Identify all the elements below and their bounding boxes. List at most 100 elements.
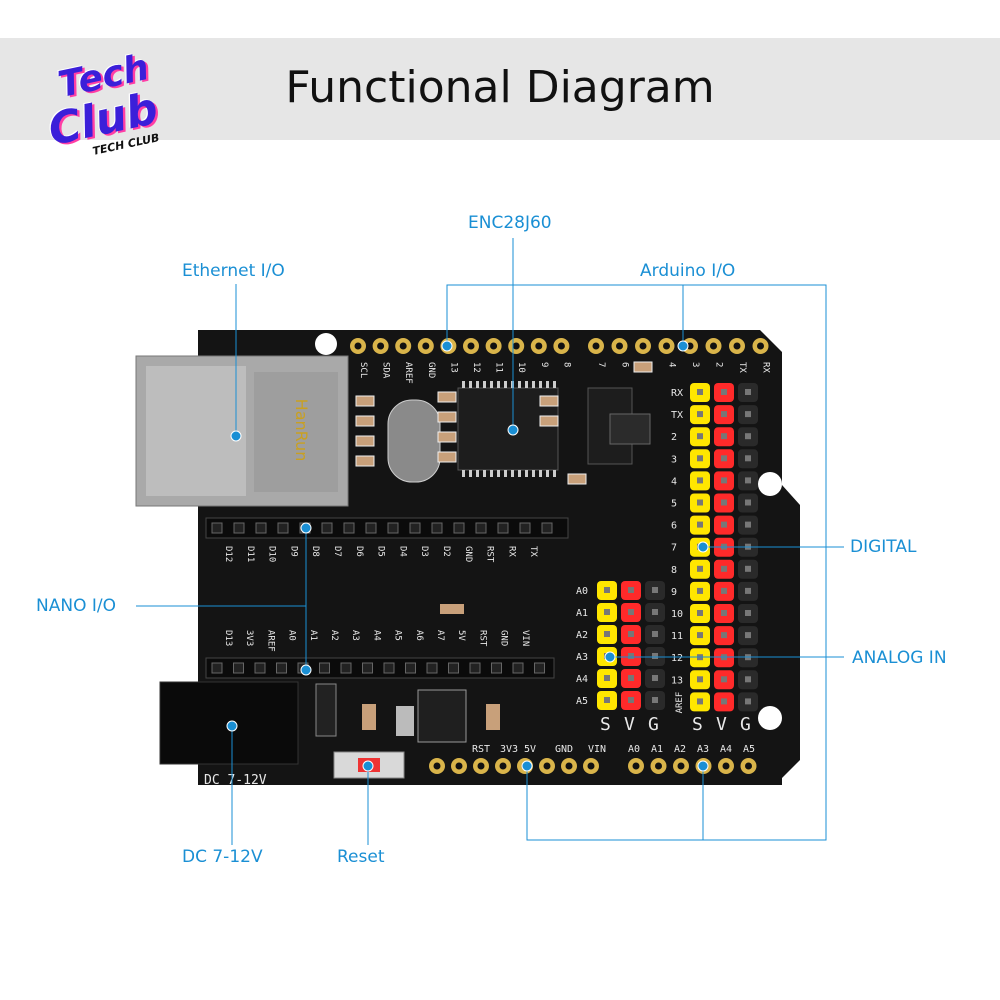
top-left-pin-label: SDA: [381, 362, 391, 379]
top-header-pads: [350, 338, 769, 354]
smd-resistor: [440, 604, 464, 614]
label-arduino-io: Arduino I/O: [640, 261, 736, 281]
label-digital: DIGITAL: [850, 537, 917, 557]
mount-hole-right: [758, 472, 782, 496]
nano-top-pin-label: RX: [506, 546, 516, 557]
analog-row-label: A3: [576, 652, 588, 663]
label-nano-io: NANO I/O: [36, 596, 116, 616]
top-right-pin-label: RX: [761, 362, 771, 373]
digital-row-label: 10: [671, 609, 683, 620]
ethernet-jack: HanRun: [135, 355, 349, 507]
nano-bottom-pin-label: A0: [287, 630, 297, 641]
voltage-regulator: [417, 689, 467, 743]
dc-silk-label: DC 7-12V: [204, 773, 267, 788]
nano-top-pin-label: GND: [463, 546, 473, 562]
label-ethernet-io: Ethernet I/O: [182, 261, 285, 281]
top-left-pin-label: 11: [494, 362, 504, 373]
label-dc: DC 7-12V: [182, 847, 263, 867]
nano-bottom-pin-label: 5V: [456, 630, 466, 641]
analog-header-label: A5: [743, 744, 755, 755]
nano-bottom-pin-label: A2: [329, 630, 339, 641]
digital-row-label: 8: [671, 565, 677, 576]
callout-lines: [136, 238, 844, 845]
nano-bottom-pin-label: VIN: [520, 630, 530, 646]
nano-top-pin-label: D6: [354, 546, 364, 557]
digital-row-label: 3: [671, 454, 677, 465]
top-right-pin-label: TX: [737, 362, 747, 373]
digital-row-label: 13: [671, 675, 683, 686]
nano-top-pin-label: D8: [310, 546, 320, 557]
top-right-pin-label: 2: [714, 362, 724, 367]
analog-header-label: A1: [651, 744, 663, 755]
nano-top-pin-label: D10: [267, 546, 277, 562]
smd-capacitor-a: [362, 704, 376, 730]
nano-top-pin-label: D5: [376, 546, 386, 557]
nano-socket-bottom: [205, 657, 555, 679]
label-analog-in: ANALOG IN: [852, 648, 947, 668]
page-title: Functional Diagram: [285, 62, 715, 113]
nano-bottom-pin-label: A7: [435, 630, 445, 641]
top-left-pin-label: 13: [448, 362, 458, 373]
top-right-pin-label: 4: [667, 362, 677, 367]
regulator-chip: [609, 413, 651, 445]
mount-hole-top: [315, 333, 337, 355]
nano-top-pin-label: D2: [441, 546, 451, 557]
svg-letter-analog: G: [648, 714, 659, 735]
analog-header-label: A4: [720, 744, 732, 755]
top-left-pin-label: 9: [539, 362, 549, 367]
power-header-label: 3V3: [500, 744, 518, 755]
digital-row-label: 7: [671, 543, 677, 554]
nano-top-pin-label: D7: [332, 546, 342, 557]
digital-row-label: AREF: [675, 692, 685, 714]
power-header-label: RST: [472, 744, 490, 755]
top-left-pin-label: AREF: [403, 362, 413, 384]
power-header-label: GND: [555, 744, 573, 755]
mount-hole-bottom-right: [758, 706, 782, 730]
top-left-pin-label: 10: [516, 362, 526, 373]
digital-row-label: 11: [671, 631, 683, 642]
label-enc28j60: ENC28J60: [468, 213, 552, 233]
analog-row-label: A4: [576, 674, 588, 685]
analog-header-label: A0: [628, 744, 640, 755]
nano-bottom-pin-label: A5: [393, 630, 403, 641]
analog-header-label: A2: [674, 744, 686, 755]
smd-capacitor-b: [486, 704, 500, 730]
top-right-pin-label: 7: [596, 362, 606, 367]
power-header-label: 5V: [524, 744, 536, 755]
nano-bottom-pin-label: A3: [350, 630, 360, 641]
analog-row-label: A0: [576, 586, 588, 597]
capacitor: [396, 706, 414, 736]
nano-top-pin-label: D9: [288, 546, 298, 557]
digital-row-label: 6: [671, 521, 677, 532]
nano-bottom-pin-label: RST: [477, 630, 487, 647]
top-right-pin-label: 3: [690, 362, 700, 367]
crystal-oscillator: [387, 399, 441, 483]
svg-letter-digital: V: [716, 714, 727, 735]
analog-row-label: A5: [576, 696, 588, 707]
nano-top-pin-label: D11: [245, 546, 255, 562]
nano-bottom-pin-label: A1: [308, 630, 318, 641]
analog-row-label: A2: [576, 630, 588, 641]
digital-pin-columns: [690, 383, 758, 712]
analog-row-label: A1: [576, 608, 588, 619]
digital-row-label: TX: [671, 410, 683, 421]
nano-top-pin-label: D3: [419, 546, 429, 557]
power-header-label: VIN: [588, 744, 606, 755]
analog-header-label: A3: [697, 744, 709, 755]
top-right-pin-label: 6: [620, 362, 630, 367]
nano-bottom-pin-label: A4: [371, 630, 381, 641]
nano-bottom-pin-label: D13: [223, 630, 233, 646]
digital-row-label: 9: [671, 587, 677, 598]
title-banner: Functional Diagram Tech Club TECH CLUB: [0, 38, 1000, 158]
nano-bottom-pin-label: A6: [414, 630, 424, 641]
digital-row-label: 2: [671, 432, 677, 443]
svg-letter-analog: S: [600, 714, 611, 735]
nano-bottom-pin-label: AREF: [265, 630, 275, 652]
top-left-pin-label: 8: [561, 362, 571, 367]
nano-top-pin-label: RST: [485, 546, 495, 563]
svg-letter-analog: V: [624, 714, 635, 735]
svg-text:HanRun: HanRun: [292, 399, 311, 462]
top-left-pin-label: SCL: [358, 362, 368, 378]
diode: [315, 683, 337, 737]
